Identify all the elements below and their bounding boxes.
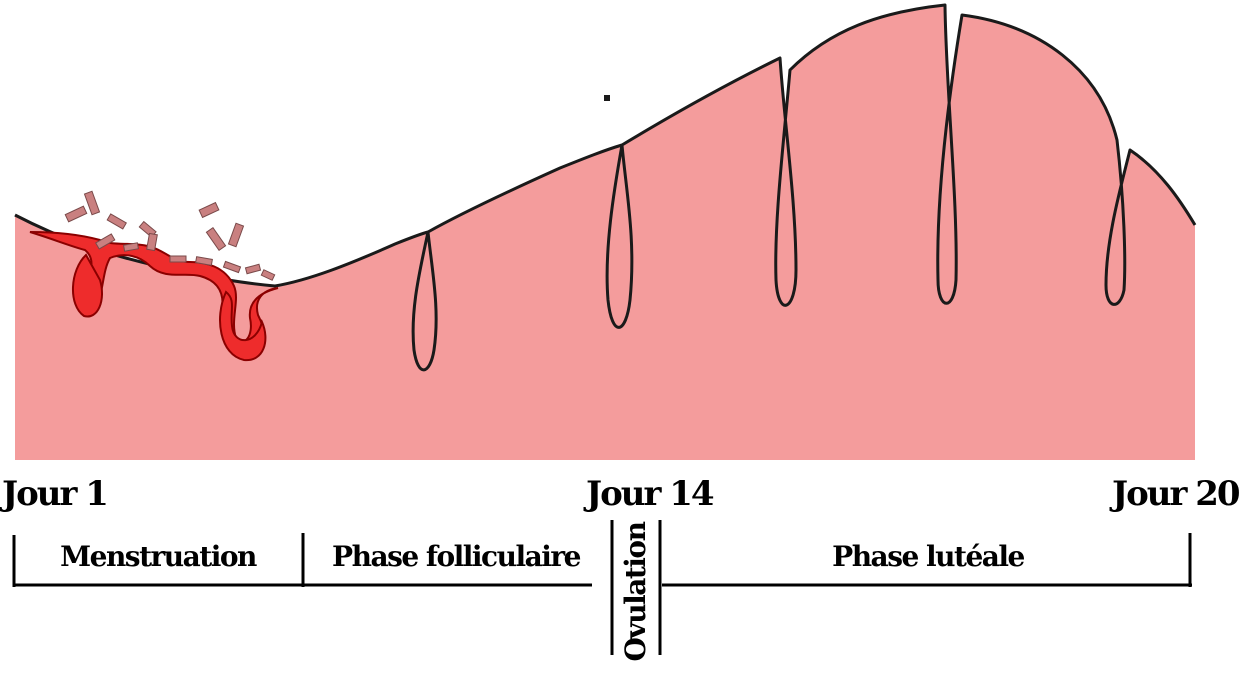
phase-labels: Menstruation Phase folliculaire Ovulatio…: [60, 521, 1026, 661]
phase-label-luteal: Phase lutéale: [832, 540, 1024, 573]
phase-timeline: [12, 520, 1192, 655]
tissue-fragments: [64, 190, 276, 281]
phase-label-ovulation: Ovulation: [619, 521, 652, 661]
endometrium-body: [15, 5, 1195, 460]
day-label-middle: Jour 14: [583, 474, 714, 514]
phase-label-menstruation: Menstruation: [60, 540, 257, 573]
blood-gland-left: [71, 253, 103, 318]
menstrual-bleeding: [29, 190, 279, 362]
endometrium-tissue: [14, 3, 1197, 460]
day-label-end: Jour 20: [1109, 474, 1240, 514]
day-labels: Jour 1 Jour 14 Jour 20: [0, 474, 1242, 514]
blood-gland-right: [219, 290, 267, 362]
phase-label-follicular: Phase folliculaire: [332, 540, 581, 573]
endometrium-surface-outline: [14, 3, 1197, 372]
day-label-start: Jour 1: [0, 474, 107, 514]
marker-dot: [604, 95, 610, 101]
